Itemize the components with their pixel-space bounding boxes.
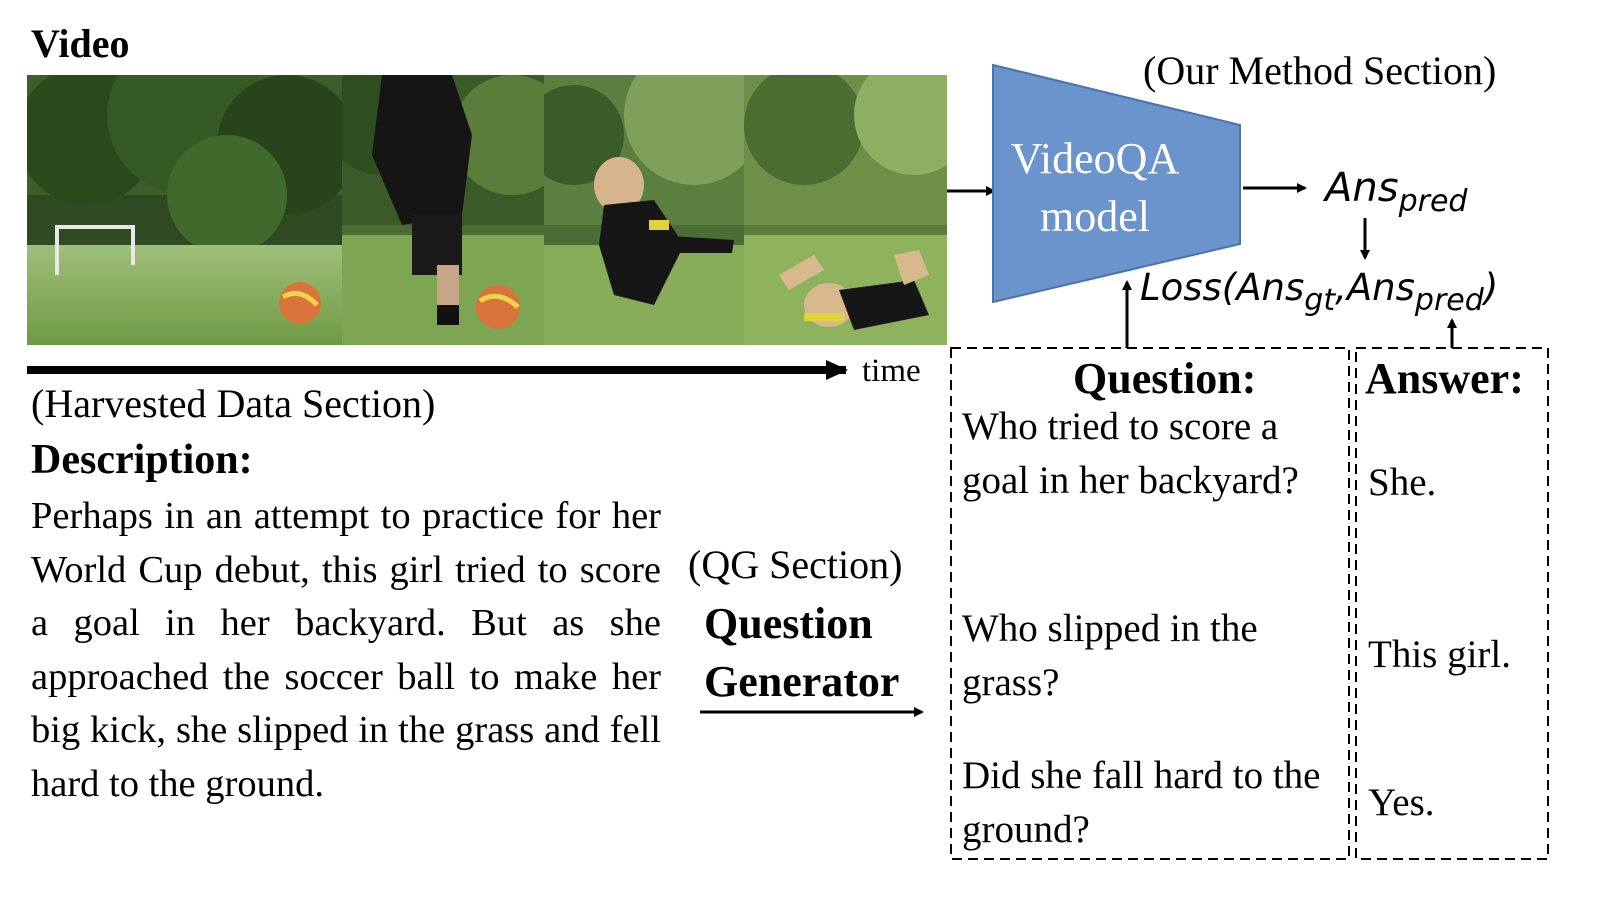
- videoqa-model-label: VideoQA model: [995, 130, 1195, 246]
- question-generator-line2: Generator: [704, 657, 900, 706]
- predicted-answer: Anspred: [1325, 165, 1467, 219]
- video-frames: [27, 75, 947, 345]
- time-label: time: [862, 353, 921, 389]
- answer-item-2: This girl.: [1368, 633, 1511, 676]
- description-text: Perhaps in an attempt to practice for he…: [31, 495, 661, 805]
- loss-suffix: ): [1483, 266, 1499, 309]
- question-generator-label: Question Generator: [704, 595, 899, 711]
- loss-formula: Loss(Ansgt,Anspred): [1140, 266, 1498, 318]
- question-item-2: Who slipped in the grass?: [962, 607, 1258, 704]
- method-section-label: (Our Method Section): [1143, 48, 1497, 93]
- question-item-3: Did she fall hard to the ground?: [962, 754, 1321, 851]
- question-box: [950, 347, 1350, 860]
- question-generator-line1: Question: [704, 599, 873, 648]
- question-heading: Question:: [1073, 354, 1257, 403]
- video-frame-1: [27, 75, 342, 345]
- ans-pred-base: Ans: [1325, 165, 1399, 211]
- loss-sub-gt: gt: [1304, 283, 1336, 318]
- model-label-line2: model: [1040, 192, 1150, 241]
- loss-ans-gt: Ans: [1236, 266, 1305, 309]
- loss-comma: ,: [1335, 266, 1347, 309]
- loss-prefix: Loss(: [1140, 266, 1237, 309]
- harvested-section-label: (Harvested Data Section): [31, 381, 436, 426]
- answer-heading: Answer:: [1365, 354, 1524, 403]
- video-frame-4: [744, 75, 947, 345]
- description-heading: Description:: [31, 437, 253, 483]
- video-title: Video: [31, 21, 130, 66]
- video-frame-2: [342, 75, 544, 345]
- loss-sub-pred: pred: [1414, 283, 1484, 318]
- ans-pred-sub: pred: [1398, 184, 1468, 219]
- loss-ans-pred: Ans: [1346, 266, 1415, 309]
- videoqa-model-shape: [992, 63, 1241, 304]
- answer-item-1: She.: [1368, 461, 1437, 504]
- model-label-line1: VideoQA: [1010, 134, 1180, 183]
- answer-box: [1355, 347, 1549, 860]
- question-item-1: Who tried to score a goal in her backyar…: [962, 405, 1299, 502]
- answer-item-3: Yes.: [1368, 781, 1435, 824]
- video-frame-3: [544, 75, 744, 345]
- qg-section-label: (QG Section): [688, 542, 903, 587]
